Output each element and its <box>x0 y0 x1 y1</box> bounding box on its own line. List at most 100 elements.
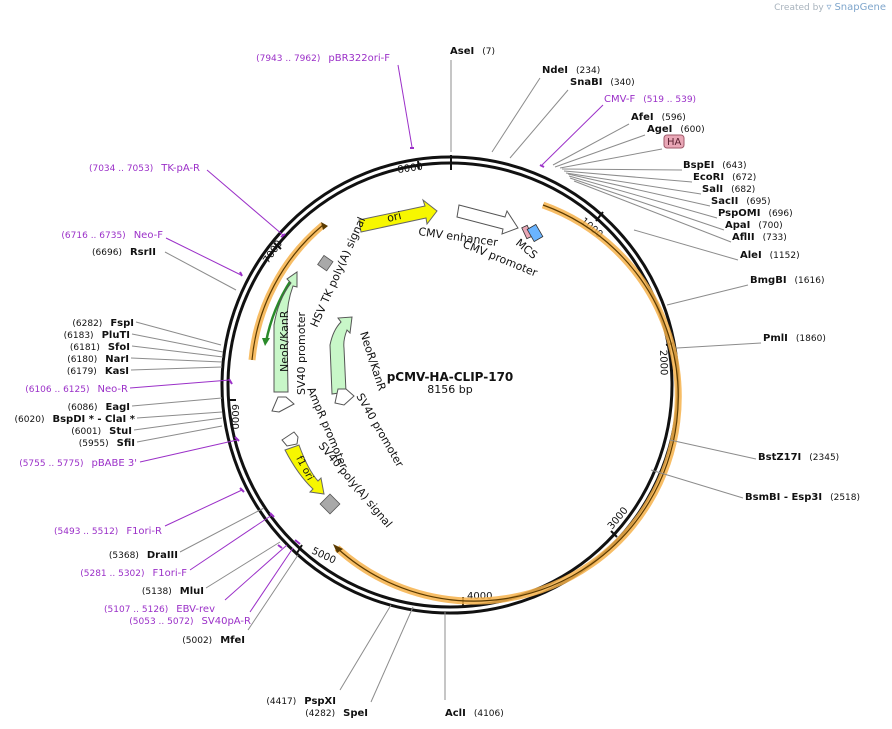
site-line-bstz17i <box>669 439 757 460</box>
primer-mark-pbabe-3 <box>234 436 240 442</box>
site-label-bspei[interactable]: BspEI(643) <box>683 160 747 171</box>
site-line-bspdi-clai <box>136 411 223 419</box>
tick-label-4000: 4000 <box>467 591 492 602</box>
site-line-f1ori-f <box>189 514 273 571</box>
site-line-ndei <box>491 77 541 153</box>
site-label-f1ori-r[interactable]: (5493 .. 5512)F1ori-R <box>54 526 162 537</box>
site-label-ebv-rev[interactable]: (5107 .. 5126)EBV-rev <box>104 604 215 615</box>
site-label-rsrii[interactable]: (6696)RsrII <box>92 247 156 258</box>
site-label-pmli[interactable]: PmlI(1860) <box>763 333 826 344</box>
site-label-agei[interactable]: AgeI(600) <box>647 124 705 135</box>
site-annotations: AseI(7) NdeI(234)SnaBI(340) CMV-F(519 .. 5… <box>15 46 860 719</box>
site-line-afei <box>552 123 630 166</box>
tick-7000 <box>273 242 282 250</box>
site-line-bmgbi <box>666 284 749 306</box>
site-label-neo-f[interactable]: (6716 .. 6735)Neo-F <box>61 230 163 241</box>
upper-left-feature-arc-line <box>251 224 324 361</box>
sv40-promoter-feature-inner <box>334 388 355 406</box>
upper-left-feature-arrowhead <box>321 222 328 230</box>
site-label-pbr322ori-f[interactable]: (7943 .. 7962)pBR322ori-F <box>256 53 390 64</box>
site-line-eagi <box>131 397 223 407</box>
primer-mark-cmv-f <box>539 164 545 168</box>
site-line-draiii <box>179 507 265 553</box>
clip-170-orf-arrowhead <box>333 544 343 553</box>
site-label-bstz17i[interactable]: BstZ17I(2345) <box>758 452 839 463</box>
site-line-pluti <box>131 333 224 353</box>
site-label-fspi[interactable]: (6282)FspI <box>72 318 134 329</box>
credit-prefix: Created by <box>774 3 824 13</box>
site-line-apai <box>569 177 725 231</box>
site-label-spei[interactable]: (4282)SpeI <box>305 708 368 719</box>
site-label-neo-r[interactable]: (6106 .. 6125)Neo-R <box>25 384 128 395</box>
neor-outer-arrow <box>262 279 293 346</box>
site-label-sfii[interactable]: (5955)SfiI <box>79 438 135 449</box>
site-line-tk-pa-r <box>206 169 284 236</box>
site-label-cmv-f[interactable]: CMV-F(519 .. 539) <box>604 94 696 105</box>
site-line-mlui <box>205 541 281 589</box>
tick-5000 <box>296 544 303 554</box>
tick-3000 <box>610 530 618 538</box>
tick-8000 <box>417 160 420 170</box>
plasmid-length: 8156 bp <box>427 383 472 396</box>
ha-tag-box <box>526 223 544 243</box>
site-label-alei[interactable]: AleI(1152) <box>740 250 800 261</box>
site-line-mfei <box>247 554 299 631</box>
sv40-polya-label: SV40 poly(A) signal <box>316 440 395 531</box>
sv40-polya-box <box>319 493 341 515</box>
site-label-draiii[interactable]: (5368)DraIII <box>109 550 178 561</box>
site-label-aflii[interactable]: AflII(733) <box>732 232 787 243</box>
site-line-bsmbi-esp3i <box>650 469 744 499</box>
sv40-promoter-feature-outer <box>271 396 295 413</box>
neor-kanr-feature-outer <box>273 271 298 393</box>
site-line-ecori <box>563 170 693 183</box>
ori-label: ori <box>386 209 403 225</box>
site-label-stui[interactable]: (6001)StuI <box>71 426 132 437</box>
site-label-sali[interactable]: SalI(682) <box>702 184 755 195</box>
site-line-pspomi <box>568 175 718 219</box>
site-label-bsmbi-esp3i[interactable]: BsmBI - Esp3I(2518) <box>745 492 860 503</box>
site-label-afei[interactable]: AfeI(596) <box>631 112 686 123</box>
site-label-sfoi[interactable]: (6181)SfoI <box>70 342 130 353</box>
ha-tag-badge <box>663 134 685 149</box>
site-label-tk-pa-r[interactable]: (7034 .. 7053)TK-pA-R <box>89 163 200 174</box>
site-line-nari <box>130 357 223 363</box>
site-label-asei[interactable]: AseI(7) <box>450 46 495 57</box>
site-label-kasi[interactable]: (6179)KasI <box>67 366 129 377</box>
site-line-neo-r <box>129 379 231 389</box>
site-line-pmli <box>676 342 762 349</box>
site-label-ndei[interactable]: NdeI(234) <box>542 65 600 76</box>
site-line-stui <box>133 417 223 431</box>
site-label-pbabe-3[interactable]: (5755 .. 5775)pBABE 3' <box>19 458 137 469</box>
site-label-pspxi[interactable]: (4417)PspXI <box>266 696 336 707</box>
site-line-ebv-rev <box>224 544 288 601</box>
cmv-enhancer-feature <box>456 204 519 235</box>
site-label-snabi[interactable]: SnaBI(340) <box>570 77 635 88</box>
site-line-sali <box>565 172 702 195</box>
site-label-pluti[interactable]: (6183)PluTI <box>64 330 130 341</box>
sv40-promoter-label-inner: SV40 promoter <box>353 391 406 470</box>
neor-outer-arrowhead <box>262 338 270 346</box>
site-line-kasi <box>130 366 223 371</box>
site-label-sacii[interactable]: SacII(695) <box>711 196 771 207</box>
site-label-ecori[interactable]: EcoRI(672) <box>693 172 756 183</box>
site-label-bspdi-clai[interactable]: (6020)BspDI * - ClaI * <box>15 414 136 425</box>
site-label-pspomi[interactable]: PspOMI(696) <box>718 208 793 219</box>
site-label-nari[interactable]: (6180)NarI <box>67 354 129 365</box>
primer-mark-ebv-rev <box>277 544 283 549</box>
site-line-neo-f <box>165 237 242 276</box>
site-label-eagi[interactable]: (6086)EagI <box>68 402 130 413</box>
site-label-f1ori-f[interactable]: (5281 .. 5302)F1ori-F <box>80 568 187 579</box>
primer-mark-neo-f <box>239 271 243 277</box>
site-label-ha[interactable]: HA <box>667 137 682 148</box>
site-label-mlui[interactable]: (5138)MluI <box>142 586 204 597</box>
clip-170-orf-arc-line <box>336 204 679 602</box>
site-label-apai[interactable]: ApaI(700) <box>725 220 783 231</box>
site-label-bmgbi[interactable]: BmgBI(1616) <box>750 275 824 286</box>
site-line-bspei <box>561 168 683 171</box>
site-label-sv40pa-r[interactable]: (5053 .. 5072)SV40pA-R <box>129 616 251 627</box>
site-label-acli[interactable]: AclI(4106) <box>445 708 504 719</box>
site-label-mfei[interactable]: (5002)MfeI <box>182 635 245 646</box>
site-line-sfoi <box>131 345 224 358</box>
site-line-sv40pa-r <box>249 547 294 613</box>
